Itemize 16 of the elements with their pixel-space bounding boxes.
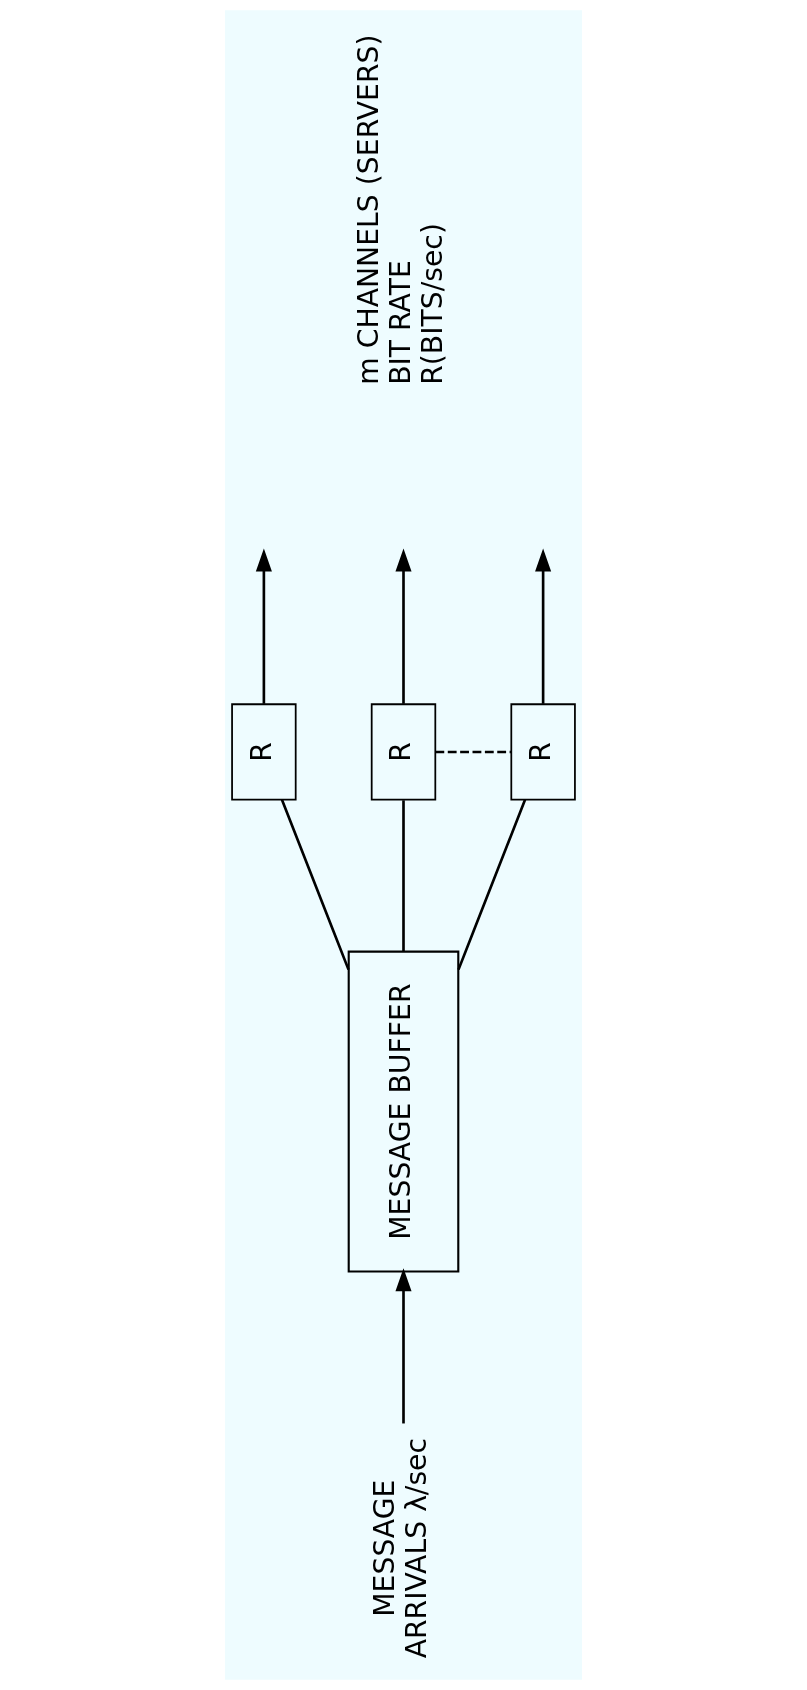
connector (402, 800, 405, 952)
arrow (395, 548, 412, 704)
node-box: MESSAGE BUFFER (347, 950, 460, 1273)
label: R(BITS/sec) (416, 223, 450, 385)
label: m CHANNELS (SERVERS) (352, 34, 386, 385)
arrow (255, 548, 272, 704)
connector (457, 799, 527, 971)
connector (280, 799, 350, 971)
node-box: R (510, 703, 576, 801)
arrow (535, 548, 552, 704)
connector (435, 750, 511, 754)
node-text: MESSAGE ARRIVALS λ/sec (368, 1437, 434, 1659)
arrow (395, 1268, 412, 1424)
label: BIT RATE (384, 260, 418, 385)
node-box: R (231, 703, 297, 801)
node-box: R (370, 703, 437, 801)
